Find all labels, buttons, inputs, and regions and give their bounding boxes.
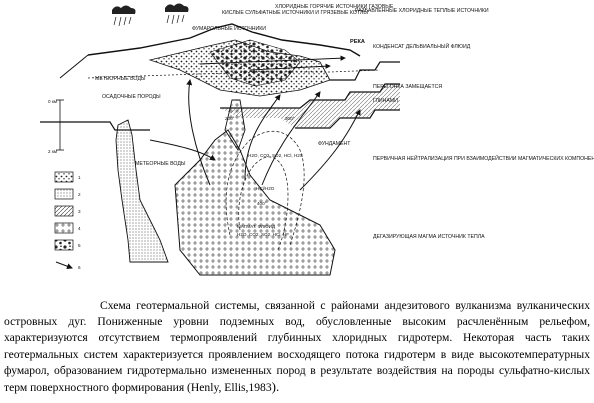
rain-clouds-icon [112,3,189,27]
geothermal-system-diagram: 0 км 2 км 1 2 3 4 5 6 ФУМАРОЛЬНЫЕ ИСТОЧН… [40,3,594,276]
legend-swatch-4 [54,222,74,234]
legend-label-1: 1 [78,175,81,180]
caption-close-paren: ). [271,379,280,395]
label-chloride-hot-springs: ХЛОРИДНЫЕ ГОРЯЧИЕ ИСТОЧНИКИ ГАЗОВЫЕ [275,4,394,10]
legend-label-5: 5 [78,243,81,248]
isotherms [225,131,305,251]
magma-body [174,129,336,276]
label-host-rocks: ОСАДОЧНЫЕ ПОРОДЫ [102,94,161,100]
label-fumarolic-springs: ФУМАРОЛЬНЫЕ ИСТОЧНИКИ [192,26,266,32]
label-condensate: КОНДЕНСАТ ДЕЛЬВИАЛЬНЫЙ ФЛЮИД [373,42,471,50]
meteoric-water-column [115,119,169,263]
terrain-surface [59,23,361,79]
legend-label-2: 2 [78,192,81,197]
convection-flow-arrows [149,79,361,191]
label-degassing-magma: ДЕГАЗИРУЮЩАЯ МАГМА ИСТОЧНИК ТЕПЛА [373,234,485,240]
steam-cap-zone [209,39,301,87]
label-boiling-replaced: ПЕРЕГОНКА ЗАМЕЩАЕТСЯ [373,84,442,90]
lateral-outflow-arrows [199,55,346,71]
label-meteoric-waters: МЕТЕОРНЫЕ ВОДЫ [135,161,186,167]
label-isotherm-400: 400° [257,201,267,206]
label-clays: ГЛИНАМИ [373,98,398,104]
label-isotherm-300: 300° [285,116,295,121]
figure-caption: Схема геотермальной системы, связанной с… [4,298,590,396]
label-diluted-chloride-springs: РАЗБАВЛЕННЫЕ ХЛОРИДНЫЕ ТЕПЛЫЕ ИСТОЧНИКИ [355,8,489,14]
caption-text: Схема геотермальной системы, связанной с… [4,299,590,395]
legend-swatch-3 [54,205,74,217]
label-isotherm-200: 200° [225,116,235,121]
label-acid-sulfate-springs: КИСЛЫЕ СУЛЬФАТНЫЕ ИСТОЧНИКИ И ГРЯЗЕВЫЕ К… [222,10,368,16]
depth-scale [56,99,64,151]
label-magmatic-fluids: МАГМАТ. ФЛЮИД [237,224,276,229]
label-basement: ФУНДАМЕНТ [318,141,351,147]
depth-label-0km: 0 км [48,99,57,104]
legend-swatch-5 [54,239,74,251]
legend-label-6: 6 [78,265,81,270]
label-meteoric-inflow: МЕТЕОРНЫЕ ВОДЫ [95,76,146,82]
depth-label-2km: 2 км [48,149,57,154]
legend-swatch-2 [54,188,74,200]
legend-swatch-6 [55,261,73,270]
legend: 1 2 3 4 5 6 [54,171,81,270]
legend-label-4: 4 [78,226,81,231]
label-primary-neutralization: ПЕРВИЧНАЯ НЕЙТРАЛИЗАЦИЯ ПРИ ВЗАИМОДЕЙСТВ… [373,154,594,162]
label-river: РЕКА [350,39,365,45]
label-gas-formula-2: H2O, CO2, SO2, HCl, HF [237,232,289,237]
magma-apophysis [224,99,246,152]
label-chloride-fluid: HCl/H2O [256,186,275,191]
legend-label-3: 3 [78,209,81,214]
legend-swatch-1 [54,171,74,183]
label-gas-formula-1: H2O, CO2, SO2, HCl, H2S [248,153,303,158]
